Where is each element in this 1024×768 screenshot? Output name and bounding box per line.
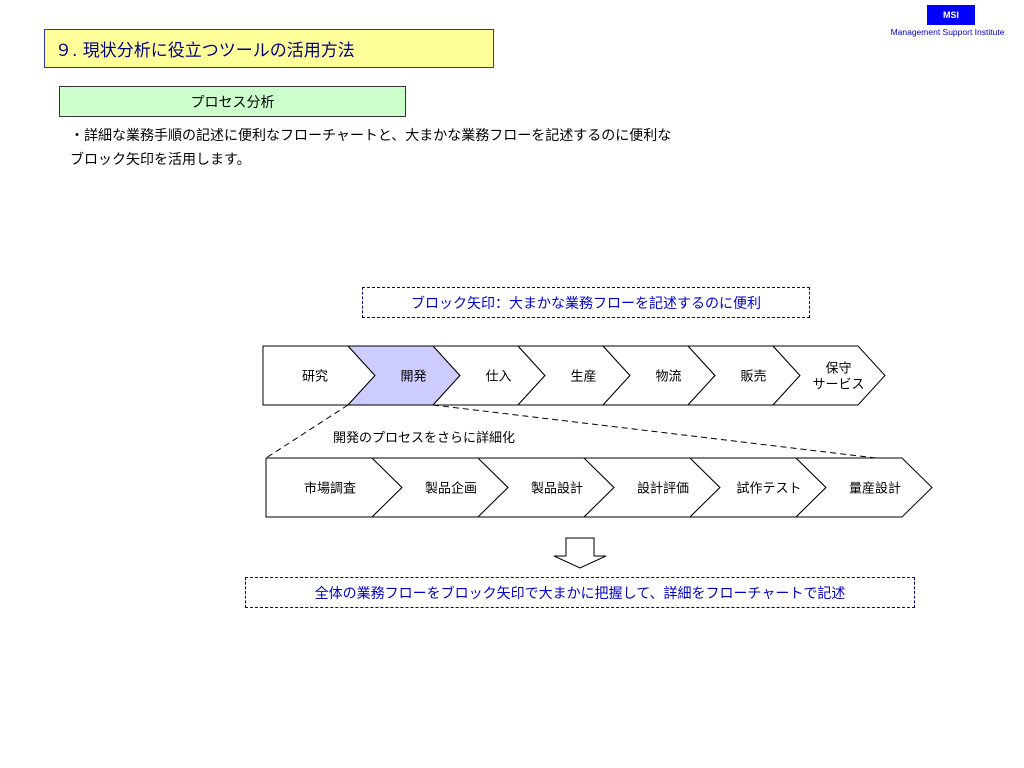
block-arrow-callout: ブロック矢印：大まかな業務フローを記述するのに便利 bbox=[362, 287, 810, 318]
down-arrow-shape bbox=[553, 537, 607, 569]
main-step-label-1: 開発 bbox=[400, 370, 426, 385]
detail-step-label-5: 量産設計 bbox=[849, 481, 901, 497]
down-arrow-icon bbox=[553, 537, 607, 569]
page-title: ９. 現状分析に役立つツールの活用方法 bbox=[44, 29, 494, 68]
summary-callout: 全体の業務フローをブロック矢印で大まかに把握して、詳細をフローチャートで記述 bbox=[245, 577, 915, 608]
connector-line-1 bbox=[432, 404, 877, 459]
connector-line-0 bbox=[265, 404, 349, 459]
logo-subtitle: Management Support Institute bbox=[890, 27, 1005, 37]
detail-step-label-2: 製品設計 bbox=[531, 481, 583, 497]
detail-label: 開発のプロセスをさらに詳細化 bbox=[333, 430, 515, 446]
main-step-label-0: 研究 bbox=[302, 370, 328, 385]
main-step-label-5: 販売 bbox=[740, 369, 766, 385]
detail-step-label-3: 設計評価 bbox=[637, 481, 689, 497]
main-step-label-6: サービス bbox=[812, 378, 864, 393]
msi-logo: MSI bbox=[927, 5, 975, 25]
main-step-label-6: 保守 bbox=[825, 362, 851, 377]
detail-flow: 市場調査 製品企画 製品設計 設計評価 試作テスト 量産設計 bbox=[265, 457, 933, 518]
detail-step-5 bbox=[794, 457, 933, 518]
detail-step-label-4: 試作テスト bbox=[736, 481, 801, 497]
detail-step-label-1: 製品企画 bbox=[425, 481, 477, 497]
main-step-6 bbox=[771, 345, 886, 406]
description-line-1: ・詳細な業務手順の記述に便利なフローチャートと、大まかな業務フローを記述するのに… bbox=[70, 128, 672, 144]
description: ・詳細な業務手順の記述に便利なフローチャートと、大まかな業務フローを記述するのに… bbox=[70, 124, 910, 172]
section-heading: プロセス分析 bbox=[59, 86, 406, 117]
main-step-label-3: 生産 bbox=[570, 369, 596, 385]
description-line-2: ブロック矢印を活用します。 bbox=[70, 152, 251, 168]
detail-step-label-0: 市場調査 bbox=[304, 481, 356, 497]
connector-lines bbox=[265, 404, 877, 459]
main-step-label-4: 物流 bbox=[655, 370, 681, 385]
main-step-label-2: 仕入 bbox=[485, 370, 511, 385]
